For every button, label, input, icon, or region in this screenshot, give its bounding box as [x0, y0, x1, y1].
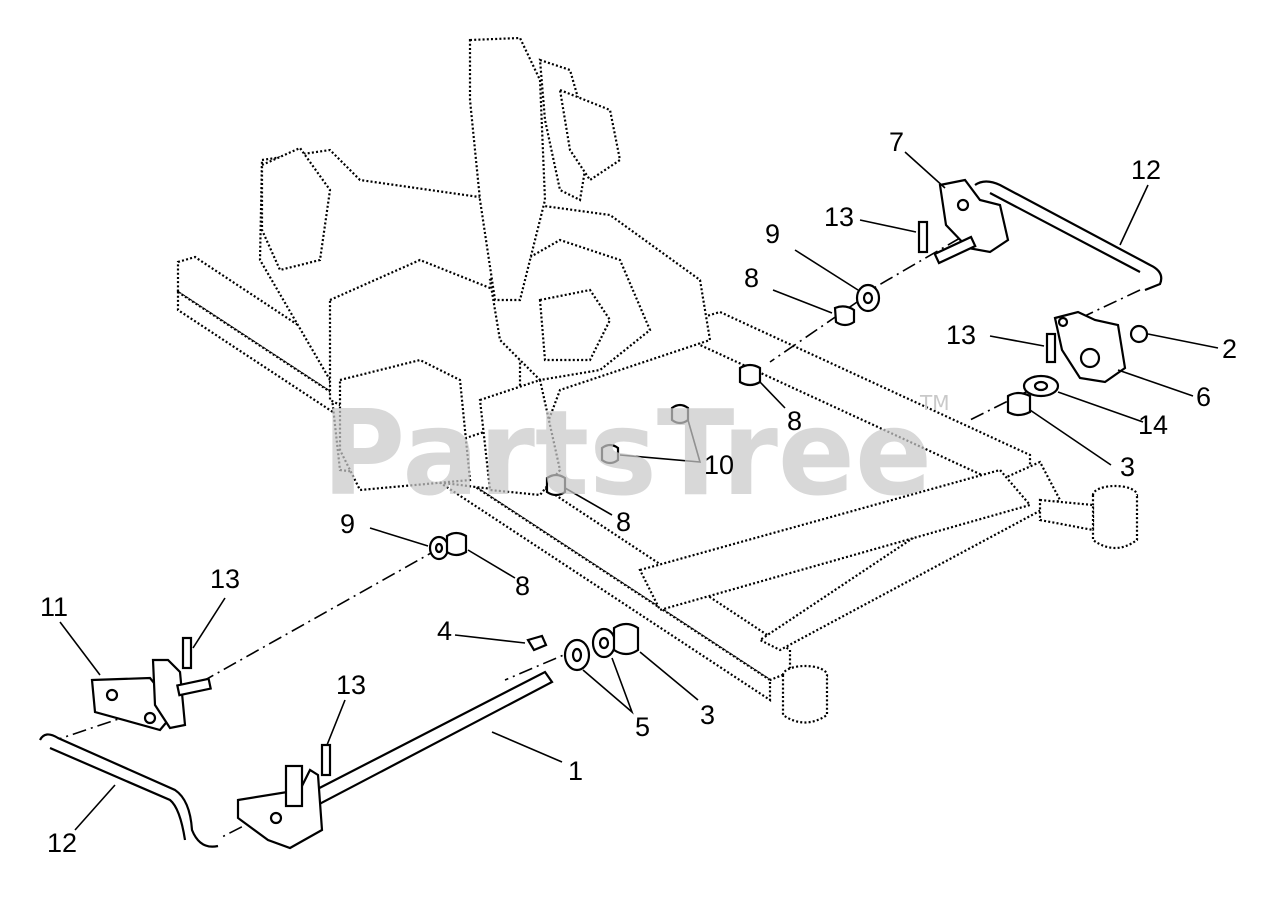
right-pivot-bracket-7: [933, 178, 1010, 265]
callout-13-lower: 13: [336, 670, 366, 700]
callout-8-upper: 8: [744, 263, 759, 293]
callout-12-left: 12: [47, 828, 77, 858]
left-linkage-rod-12: [39, 733, 219, 848]
watermark-text: PartsTree: [322, 384, 932, 522]
hardware-right: [545, 220, 1149, 497]
right-lift-bracket-6: [1053, 310, 1127, 384]
callout-6: 6: [1196, 382, 1211, 412]
callout-7: 7: [889, 127, 904, 157]
callout-3-right: 3: [1120, 452, 1135, 482]
callout-labels: 7 12 13 9 8 13 2 6 14 3 8 10 8 9 8 13 11…: [40, 127, 1237, 858]
callout-10: 10: [704, 450, 734, 480]
callout-1: 1: [568, 756, 583, 786]
hardware-left: [181, 531, 640, 777]
leader-lines: [59, 151, 1219, 831]
callout-2: 2: [1222, 334, 1237, 364]
callout-11: 11: [40, 592, 68, 622]
callout-9-left: 9: [340, 509, 355, 539]
watermark-trademark: TM: [919, 391, 949, 415]
callout-13-left: 13: [210, 564, 240, 594]
mower-frame: [176, 36, 1139, 724]
callout-12-right: 12: [1131, 155, 1161, 185]
right-linkage-rod-12: [974, 180, 1163, 292]
callout-4: 4: [437, 616, 452, 646]
callout-8-mid: 8: [787, 406, 802, 436]
callout-5: 5: [635, 712, 650, 742]
callout-14: 14: [1138, 410, 1168, 440]
watermark: PartsTree TM: [322, 384, 949, 522]
callout-8-lower: 8: [616, 507, 631, 537]
callout-3-left: 3: [700, 700, 715, 730]
callout-9-right: 9: [765, 219, 780, 249]
lift-shaft-1: [236, 670, 554, 850]
left-pivot-bracket-11: [90, 658, 212, 732]
callout-13-upper: 13: [824, 202, 854, 232]
callout-13-right: 13: [946, 320, 976, 350]
callout-8-left: 8: [515, 571, 530, 601]
